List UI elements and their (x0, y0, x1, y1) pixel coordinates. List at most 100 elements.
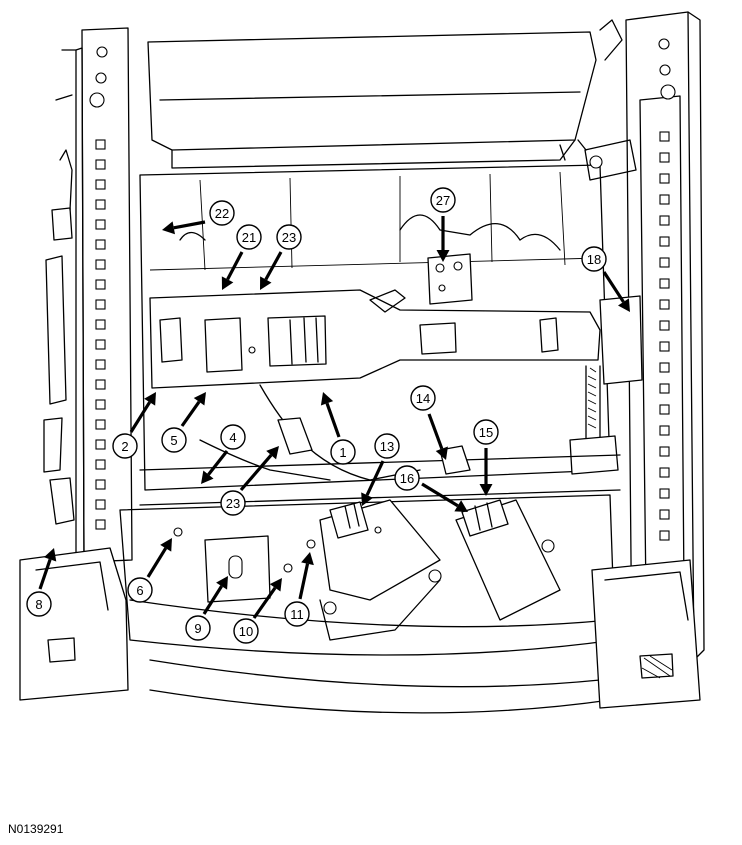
callout-number: 18 (587, 252, 601, 267)
track-slot (659, 509, 670, 520)
track-slot (95, 279, 106, 290)
callout-number: 14 (416, 391, 430, 406)
callout-15: 15 (473, 419, 499, 445)
callout-1: 1 (330, 439, 356, 465)
track-slot (659, 194, 670, 205)
left-wire-harness (43, 149, 75, 525)
front-right-foot (591, 559, 701, 709)
callout-22: 22 (209, 200, 235, 226)
callout-arrow (180, 392, 206, 427)
track-slot (659, 488, 670, 499)
callout-arrow (320, 392, 341, 438)
callout-arrow (436, 216, 450, 262)
track-slot (95, 259, 106, 270)
callout-arrow (298, 552, 314, 600)
track-slot (95, 239, 106, 250)
callout-arrow (361, 460, 385, 506)
callout-arrow (201, 450, 229, 484)
callout-number: 6 (136, 583, 143, 598)
front-left-foot (19, 547, 129, 701)
track-slot (95, 219, 106, 230)
track-slot (659, 467, 670, 478)
callout-16: 16 (394, 465, 420, 491)
track-slot (659, 152, 670, 163)
right-bracket (559, 139, 643, 385)
callout-18: 18 (581, 246, 607, 272)
track-slot (95, 179, 106, 190)
track-slot (95, 299, 106, 310)
callout-13: 13 (374, 433, 400, 459)
callout-arrow (146, 538, 172, 578)
callout-23: 23 (276, 224, 302, 250)
track-slot (95, 479, 106, 490)
cross-member (149, 289, 601, 389)
track-slot (95, 499, 106, 510)
callout-number: 15 (479, 425, 493, 440)
center-harness (139, 384, 621, 506)
track-slot (95, 439, 106, 450)
callout-arrow (421, 482, 468, 512)
track-slot (659, 341, 670, 352)
callout-number: 10 (239, 624, 253, 639)
callout-number: 22 (215, 206, 229, 221)
track-slot (659, 530, 670, 541)
left-seat-track (55, 27, 133, 563)
track-slot (659, 362, 670, 373)
callout-number: 16 (400, 471, 414, 486)
track-slot (659, 257, 670, 268)
track-slot (95, 319, 106, 330)
callout-arrow (260, 251, 283, 290)
control-module-left (319, 499, 442, 641)
callout-number: 27 (436, 193, 450, 208)
callout-arrows (38, 216, 630, 619)
track-slot (659, 299, 670, 310)
adjuster-spring (569, 365, 619, 475)
track-slot (95, 159, 106, 170)
track-slot (659, 173, 670, 184)
callout-arrow (162, 220, 206, 235)
callout-badges: 1 2 4 5 6 8 9 10 11 13 14 15 16 18 21 22 23 23 27 (26, 187, 607, 644)
callout-14: 14 (410, 385, 436, 411)
track-slot (659, 236, 670, 247)
callout-21: 21 (236, 224, 262, 250)
callout-arrow (427, 413, 448, 460)
track-slot (659, 215, 670, 226)
control-module-right (455, 499, 561, 621)
callout-arrow (129, 392, 156, 433)
callout-6: 6 (127, 577, 153, 603)
callout-arrow (479, 448, 493, 496)
callout-4: 4 (220, 424, 246, 450)
callout-number: 9 (194, 621, 201, 636)
callout-number: 5 (170, 433, 177, 448)
callout-2: 2 (112, 433, 138, 459)
callout-number: 21 (242, 230, 256, 245)
callout-27: 27 (430, 187, 456, 213)
callout-arrow (38, 548, 57, 590)
callout-number: 2 (121, 439, 128, 454)
callout-23: 23 (220, 490, 246, 516)
callout-8: 8 (26, 591, 52, 617)
track-slot (659, 383, 670, 394)
track-slot (95, 519, 106, 530)
callout-arrow (252, 578, 282, 619)
callout-arrow (602, 271, 630, 312)
figure-id: N0139291 (8, 822, 64, 836)
callout-arrow (202, 576, 228, 615)
track-slot (95, 399, 106, 410)
callout-number: 8 (35, 597, 42, 612)
callout-number: 1 (339, 445, 346, 460)
track-slot (659, 425, 670, 436)
track-slot (95, 459, 106, 470)
callout-9: 9 (185, 615, 211, 641)
track-slot (659, 320, 670, 331)
callout-10: 10 (233, 618, 259, 644)
track-slot (95, 419, 106, 430)
track-slot (95, 359, 106, 370)
callout-arrow (221, 251, 244, 290)
track-slot (659, 131, 670, 142)
callout-number: 11 (290, 607, 304, 622)
right-track-slots (659, 131, 670, 541)
track-slot (95, 339, 106, 350)
track-slot (659, 278, 670, 289)
